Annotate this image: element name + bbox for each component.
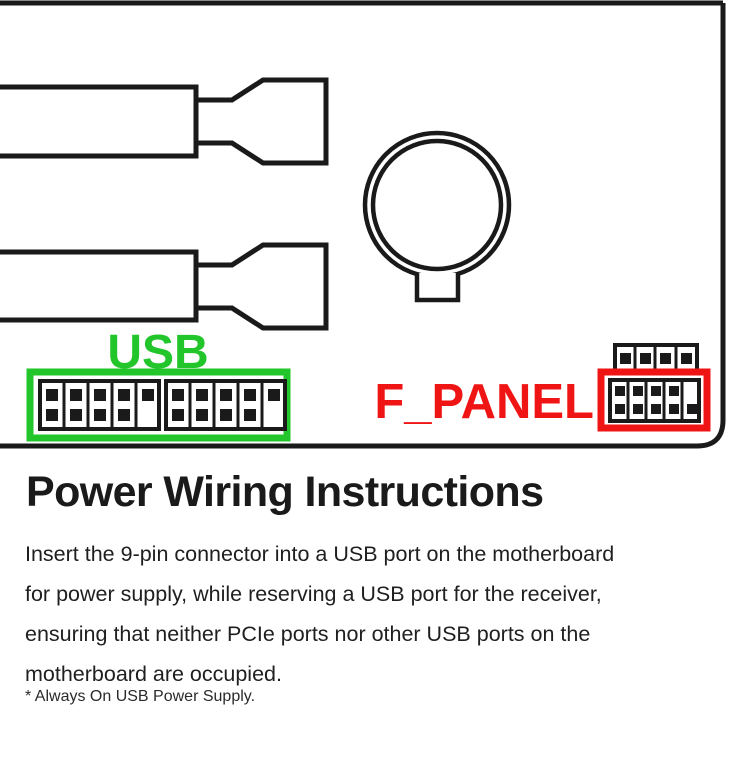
usb-bank-b-housing (164, 379, 287, 431)
usb-label: USB (107, 326, 208, 379)
fpanel-top-row-pins (620, 353, 692, 364)
cmos-battery (362, 130, 512, 303)
instructions-paragraph: Insert the 9-pin connector into a USB po… (25, 534, 725, 694)
usb-bank-a-pins (46, 389, 154, 421)
instructions-section: Power Wiring Instructions Insert the 9-p… (0, 450, 750, 761)
footnote-text: * Always On USB Power Supply. (25, 688, 256, 705)
usb-bank-a-housing (38, 379, 161, 431)
usb-header-group: USB (26, 326, 291, 442)
page-title: Power Wiring Instructions (26, 468, 544, 516)
usb-bank-b-pins (172, 389, 280, 421)
cable-connector-top (0, 77, 329, 166)
instructions-line: for power supply, while reserving a USB … (25, 582, 602, 606)
fpanel-header-group: F_PANEL (374, 343, 711, 432)
motherboard-diagram-svg: USB (0, 0, 726, 449)
fpanel-highlight-box (597, 368, 711, 432)
fpanel-pins (615, 386, 697, 414)
cable-connector-bottom (0, 242, 329, 331)
fpanel-label: F_PANEL (374, 375, 594, 429)
motherboard-diagram: USB (0, 0, 726, 449)
usb-bank-b-separators (188, 381, 264, 429)
usb-bank-a-separators (62, 381, 138, 429)
fpanel-top-row-separators (633, 345, 678, 372)
instructions-line: Insert the 9-pin connector into a USB po… (25, 542, 615, 566)
instructions-line: motherboard are occupied. (25, 662, 282, 686)
motherboard-outline (0, 0, 726, 449)
instructions-line: ensuring that neither PCIe ports nor oth… (25, 622, 591, 646)
fpanel-separators (626, 380, 684, 421)
